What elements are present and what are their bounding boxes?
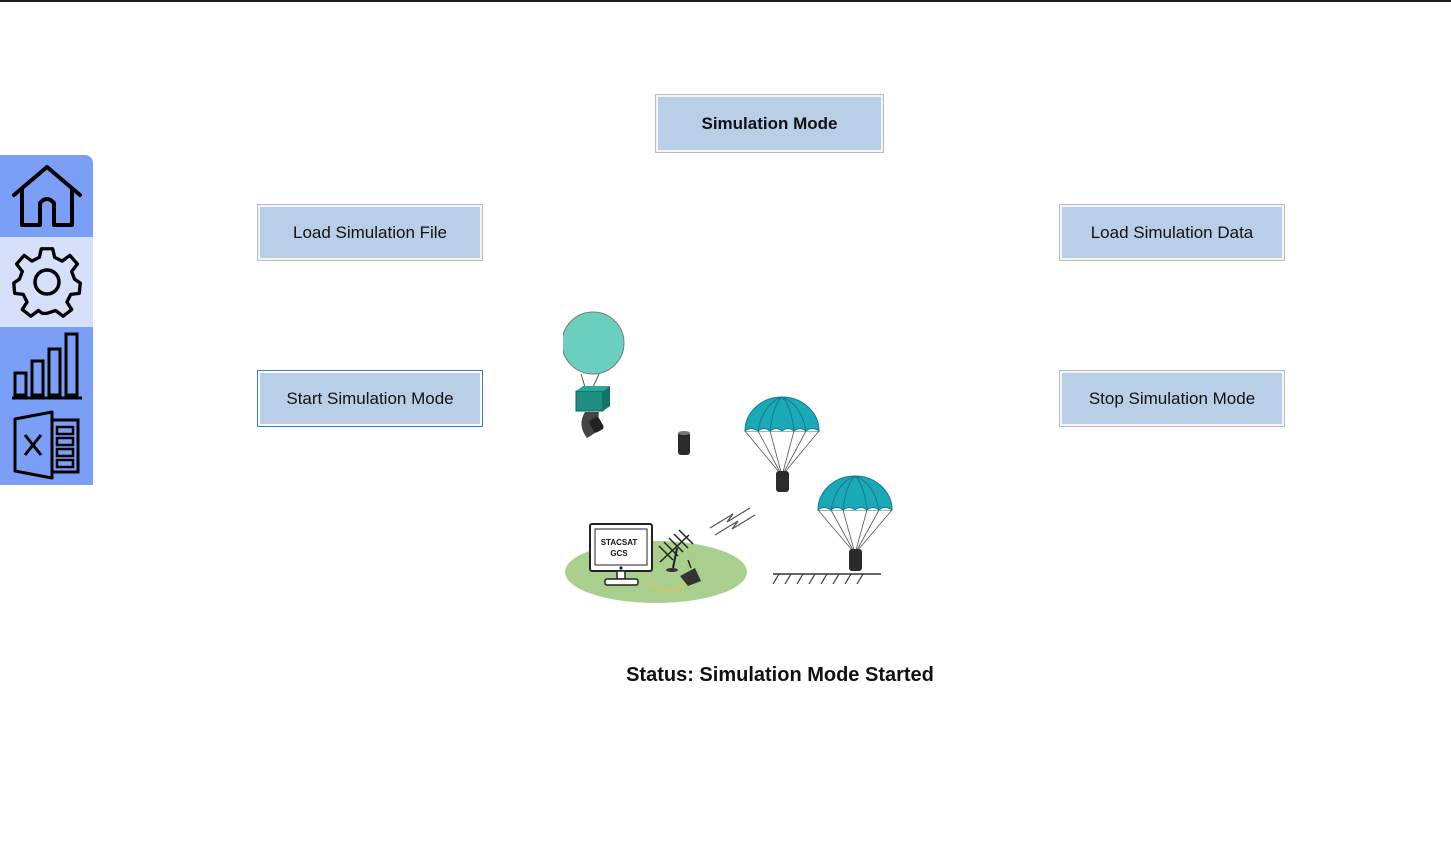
monitor-label-line2: GCS (610, 549, 628, 558)
bar-chart-icon (11, 332, 82, 400)
stop-simulation-mode-button[interactable]: Stop Simulation Mode (1059, 370, 1285, 427)
signal-waves-graphic (709, 507, 756, 536)
parachute-landed-graphic (772, 475, 893, 585)
simulation-mode-title-button[interactable]: Simulation Mode (655, 94, 884, 153)
load-simulation-data-button[interactable]: Load Simulation Data (1059, 204, 1285, 261)
load-simulation-file-button[interactable]: Load Simulation File (257, 204, 483, 261)
excel-icon (13, 410, 79, 480)
sidebar-item-excel[interactable] (0, 405, 93, 485)
parachute-graphic (744, 396, 820, 492)
sidebar-item-home[interactable] (0, 155, 93, 237)
ground-station-graphic (565, 523, 747, 603)
sidebar-item-settings[interactable] (0, 237, 93, 327)
status-text: Status: Simulation Mode Started (626, 664, 934, 686)
start-simulation-mode-button[interactable]: Start Simulation Mode (257, 370, 483, 427)
sidebar (0, 155, 93, 485)
top-border (0, 0, 1451, 2)
sidebar-item-charts[interactable] (0, 327, 93, 405)
mission-illustration: STACSAT GCS (563, 311, 893, 603)
monitor-label-line1: STACSAT (601, 538, 638, 547)
balloon-graphic (563, 311, 625, 438)
canister-graphic (678, 431, 690, 455)
home-icon (11, 165, 82, 227)
gear-icon (11, 247, 82, 318)
